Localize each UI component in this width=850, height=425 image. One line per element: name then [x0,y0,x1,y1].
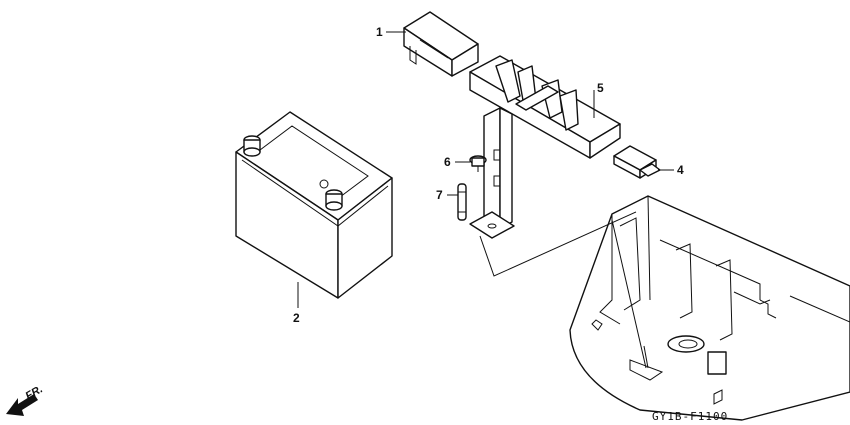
part-number: 7 [436,188,443,202]
reference-line [479,211,637,277]
part-label-5: 5 [593,81,604,118]
part-1-fuse-box [403,11,479,77]
part-label-7: 7 [436,188,458,202]
arrow-icon [6,394,38,416]
part-number: 4 [677,163,684,177]
part-5-bracket [469,55,621,239]
part-6-bolt [469,155,487,172]
part-2-battery [235,111,393,299]
part-4-connector [613,145,661,179]
part-7-fuse [457,183,467,221]
part-number: 5 [597,81,604,95]
part-label-4: 4 [658,163,684,177]
part-label-2: 2 [293,282,300,325]
under-seat-tray [569,195,850,421]
part-number: 1 [376,25,383,39]
part-number: 2 [293,311,300,325]
part-label-1: 1 [376,25,406,39]
reference-line [611,219,647,369]
part-label-6: 6 [444,155,470,169]
front-direction-indicator: FR. [6,383,45,416]
part-number: 6 [444,155,451,169]
diagram-code: GY1B-F1100 [652,410,728,423]
direction-label: FR. [24,383,45,402]
